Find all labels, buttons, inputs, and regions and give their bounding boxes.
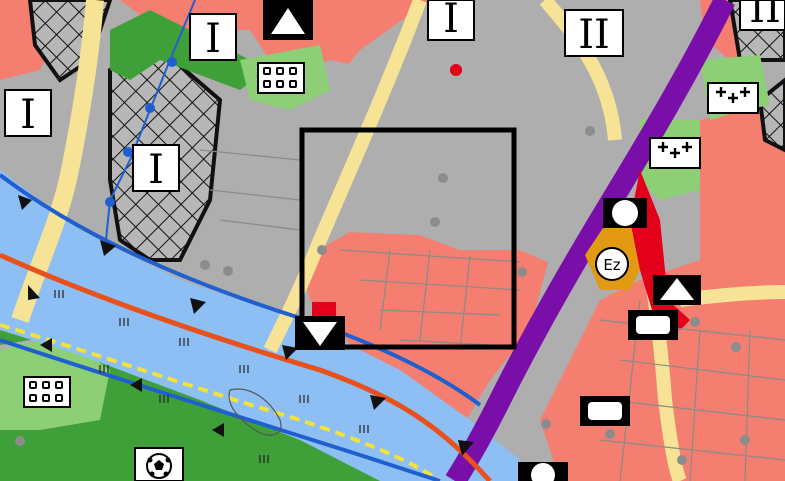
zone-label-5: II bbox=[564, 9, 624, 58]
river-line-orange bbox=[0, 252, 492, 481]
cross-symbol-icon bbox=[707, 82, 759, 114]
river-inner-island bbox=[228, 388, 282, 436]
rounded-rect-icon bbox=[580, 396, 630, 426]
svg-text:II: II bbox=[578, 12, 610, 58]
zone-label-4: I bbox=[427, 0, 475, 42]
svg-text:I: I bbox=[205, 16, 221, 62]
svg-text:Ez: Ez bbox=[603, 256, 620, 274]
parcel-outlines bbox=[199, 149, 785, 481]
green-belt-top bbox=[110, 10, 260, 90]
bank-hatches bbox=[54, 290, 369, 463]
soccer-ball-icon bbox=[134, 447, 184, 481]
road-left-vertical bbox=[11, 0, 104, 323]
zone-label-6: II bbox=[739, 0, 785, 32]
route-line-thin bbox=[104, 0, 196, 251]
grid-box-icon bbox=[23, 376, 71, 408]
road-curve-top bbox=[539, 0, 622, 141]
railway-line bbox=[445, 0, 735, 481]
zone-label-2: I bbox=[4, 89, 52, 138]
river bbox=[0, 170, 540, 481]
triangle-up-icon bbox=[653, 275, 701, 305]
route-nodes bbox=[105, 57, 177, 207]
river-arrows bbox=[18, 195, 474, 456]
grey-markers bbox=[15, 126, 750, 465]
residential-zone-center bbox=[300, 232, 548, 430]
selection-frame[interactable] bbox=[299, 127, 517, 350]
svg-text:I: I bbox=[443, 0, 459, 42]
commercial-zone-grey-main bbox=[165, 0, 620, 300]
river-green-bank-bottom bbox=[0, 330, 420, 481]
zone-label-1: I bbox=[189, 13, 237, 62]
svg-text:I: I bbox=[148, 147, 164, 193]
triangle-down-icon bbox=[295, 316, 345, 350]
energy-zone-label: Ez bbox=[595, 247, 629, 281]
red-zone-small bbox=[312, 302, 336, 320]
red-point bbox=[450, 64, 462, 76]
triangle-up-icon bbox=[263, 0, 313, 40]
river-boundary-blue-lower bbox=[0, 338, 441, 481]
svg-text:I: I bbox=[20, 92, 36, 138]
circle-marker-icon bbox=[518, 462, 568, 481]
zone-label-3: I bbox=[132, 144, 180, 193]
rounded-rect-icon bbox=[628, 310, 678, 340]
cross-symbol-icon bbox=[649, 137, 701, 169]
circle-marker-icon bbox=[603, 198, 647, 228]
svg-text:II: II bbox=[749, 0, 781, 32]
river-boundary-blue-upper bbox=[0, 173, 482, 407]
grid-box-icon bbox=[257, 62, 305, 94]
